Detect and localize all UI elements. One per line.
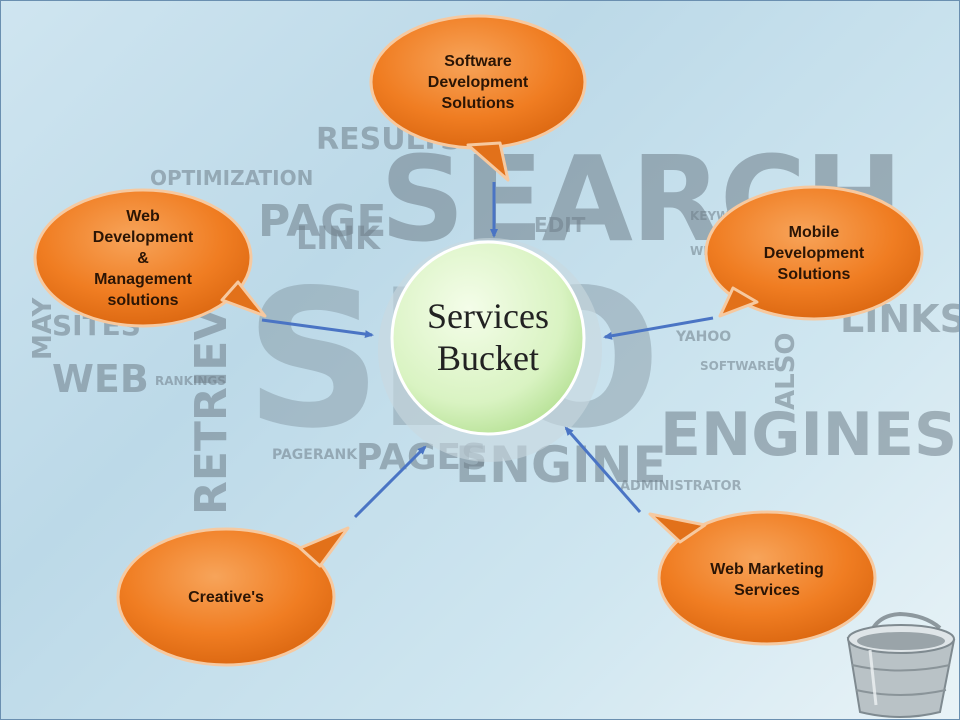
bubble-marketing [648, 510, 877, 646]
bg-word-engines: ENGINES [660, 400, 958, 470]
bucket-icon [846, 611, 956, 718]
bg-word-pagerank: PAGERANK [272, 447, 358, 463]
arrow-web-dev [261, 318, 374, 339]
bg-word-edit: EDIT [534, 213, 586, 237]
bg-word-yahoo: YAHOO [676, 329, 732, 345]
center-label-line1: Services [427, 296, 549, 336]
bg-word-software: SOFTWARE [700, 359, 775, 373]
bg-word-rankings: RANKINGS [155, 374, 226, 388]
bg-word-page: PAGE [258, 196, 387, 247]
bg-word-administrator: ADMINISTRATOR [620, 479, 742, 494]
bubble-mobile [704, 185, 924, 321]
arrow-creative [353, 445, 427, 519]
bubble-web-dev [33, 188, 267, 328]
bubble-software [369, 14, 587, 182]
center-label-line2: Bucket [437, 338, 539, 378]
center-label: Services Bucket [392, 295, 584, 385]
bubble-creative [116, 526, 350, 667]
bubble-mobile-label: Mobile Development Solutions [763, 223, 865, 283]
arrow-mobile [603, 316, 714, 340]
center-circle [390, 240, 586, 436]
bg-word-link: LINK [296, 219, 380, 257]
bubble-marketing-label: Web Marketing Services [710, 561, 824, 599]
arrow-marketing [564, 426, 642, 513]
bg-word-optimization: OPTIMIZATION [150, 166, 314, 190]
bg-word-web: WEB [52, 357, 149, 401]
bubble-software-label: Software Development Solutions [427, 52, 529, 112]
bubble-web-dev-label: Web Development & Management solutions [92, 207, 194, 309]
bubble-creative-label: Creative's [188, 588, 264, 606]
